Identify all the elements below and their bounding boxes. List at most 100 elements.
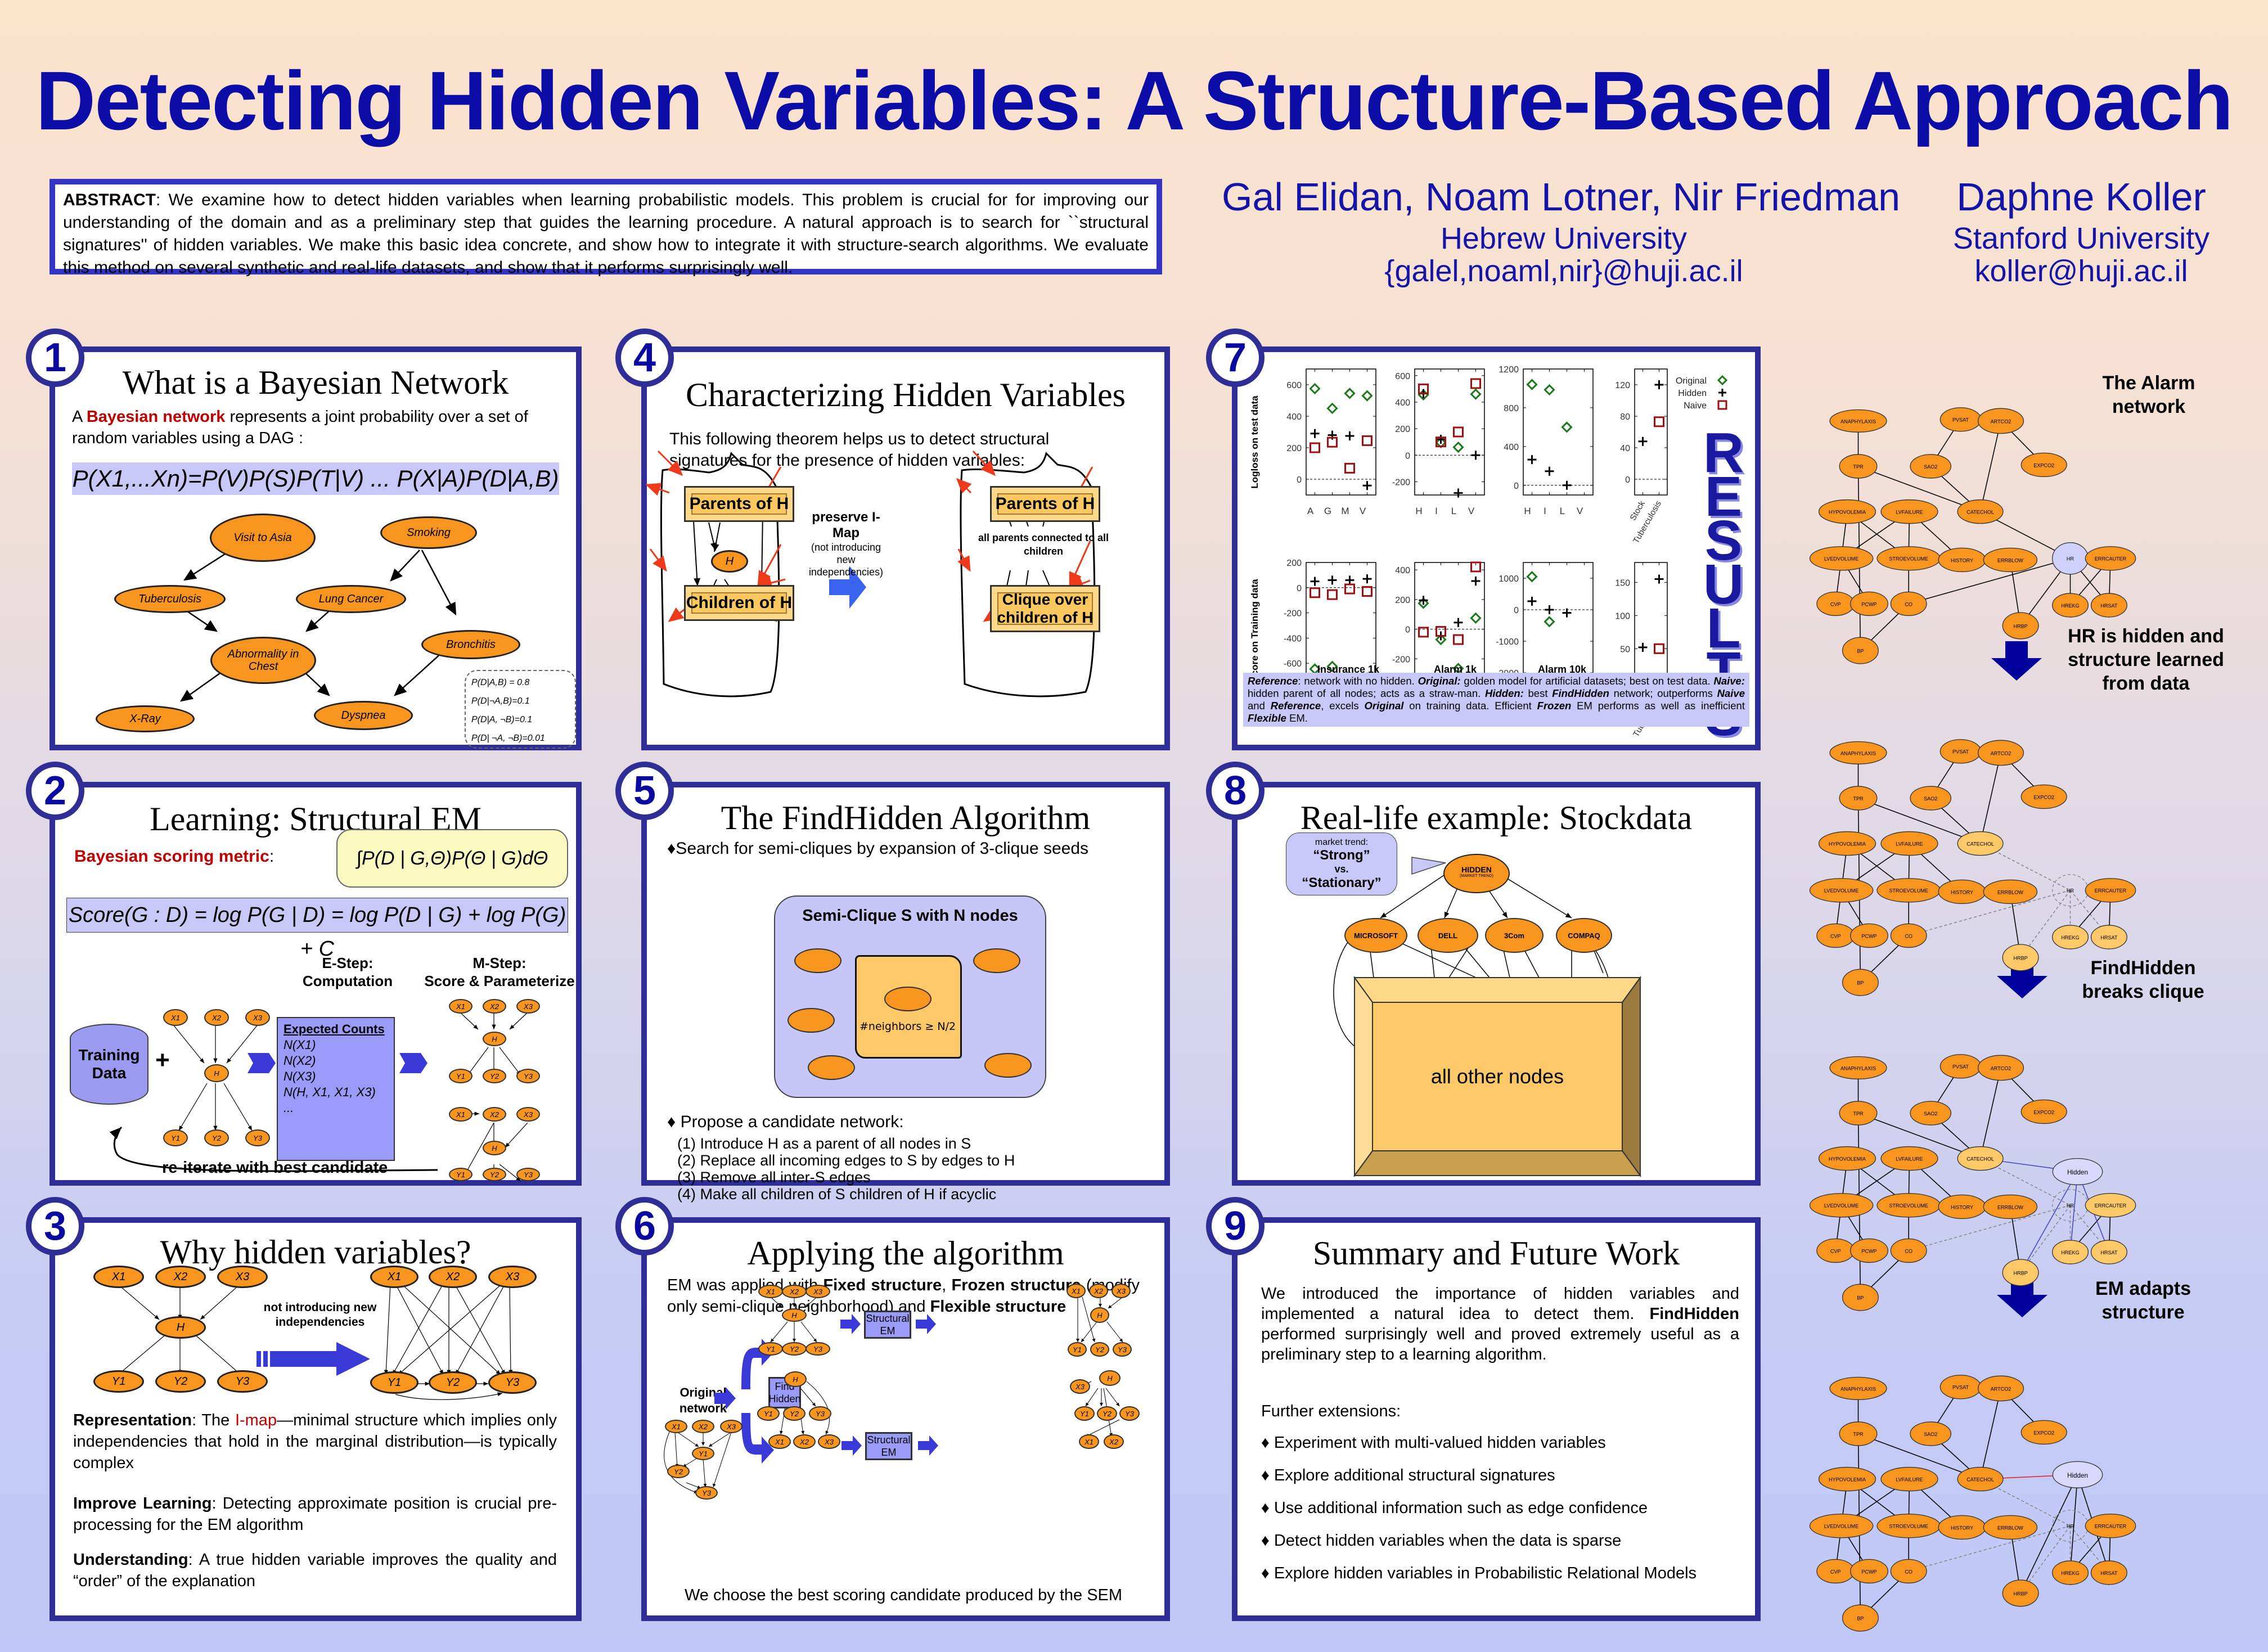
alarm-node-label: HREKG bbox=[2061, 1570, 2079, 1576]
section-badge: 6 bbox=[615, 1197, 674, 1255]
y-tick-label: 0 bbox=[1405, 625, 1410, 635]
arrow-label: not introducing new independencies bbox=[263, 1301, 377, 1329]
point-hidden bbox=[1419, 596, 1428, 605]
count-item: N(H, X1, X1, X3) bbox=[284, 1085, 376, 1099]
email-link[interactable]: koller@huji.ac.il bbox=[1974, 254, 2188, 288]
node-h: H bbox=[782, 1308, 807, 1322]
alarm-node-label: LVEDVOLUME bbox=[1824, 1524, 1858, 1529]
y-tick-label: 50 bbox=[1620, 645, 1630, 654]
hidden-label: HIDDEN bbox=[1461, 865, 1492, 874]
integral-callout: ∫P(D | G,Θ)P(Θ | G)dΘ bbox=[336, 829, 568, 888]
structural-em-box: Structural EM bbox=[865, 1432, 912, 1460]
node-x3: X3 bbox=[720, 1420, 742, 1433]
alarm-node-label: PVSAT bbox=[1952, 417, 1969, 423]
training-data-cylinder: Training Data bbox=[70, 1024, 148, 1105]
caption-text: network; outperforms bbox=[1609, 687, 1717, 699]
alarm-node-label: CO bbox=[1905, 601, 1912, 607]
alarm-node-lvedvolume bbox=[1809, 1514, 1874, 1538]
node-x2: X2 bbox=[429, 1266, 477, 1288]
x-tick-label: A bbox=[1307, 506, 1314, 516]
alarm-node-label: HISTORY bbox=[1951, 557, 1973, 563]
alarm-node-hrbp bbox=[2002, 1259, 2039, 1286]
affiliation-hebrew: Hebrew University{galel,noaml,nir}@huji.… bbox=[1350, 222, 1778, 287]
node-y2: Y2 bbox=[667, 1465, 690, 1478]
alarm-node-errblow bbox=[1983, 1515, 2038, 1540]
node-x3: X3 bbox=[806, 1285, 830, 1298]
node-y2: Y2 bbox=[782, 1342, 807, 1356]
caption-text: , excels bbox=[1321, 700, 1365, 712]
panel-bayesian-network: What is a Bayesian Network A Bayesian ne… bbox=[50, 346, 582, 750]
alarm-node-label: ERRBLOW bbox=[1997, 1204, 2023, 1210]
legend-marker-original bbox=[1717, 375, 1728, 386]
step-item: (1) Introduce H as a parent of all nodes… bbox=[677, 1135, 971, 1152]
metric-label-text: Bayesian scoring metric bbox=[74, 847, 269, 866]
point-hidden bbox=[1638, 436, 1648, 446]
alarm-node-label: ERRBLOW bbox=[1997, 1525, 2023, 1531]
panel-title: Characterizing Hidden Variables bbox=[686, 376, 1126, 413]
metric-label: Bayesian scoring metric: bbox=[74, 847, 274, 866]
alarm-label: HR is hidden and structure learned from … bbox=[2068, 625, 2224, 694]
alarm-node-hrbp bbox=[2002, 612, 2039, 640]
node-y1: Y1 bbox=[1074, 1406, 1095, 1421]
point-original bbox=[1470, 388, 1482, 400]
cpt-row: P(D| ¬A, ¬B)=0.01 bbox=[471, 733, 545, 743]
results-caption: Reference: network with no hidden. Origi… bbox=[1243, 673, 1749, 727]
node-h: H bbox=[711, 550, 748, 573]
alarm-node-label: CO bbox=[1905, 933, 1912, 939]
caption-text: on training data. Efficient bbox=[1403, 700, 1537, 712]
caption-term: Naive: bbox=[1713, 675, 1745, 687]
email-link[interactable]: {galel,noaml,nir}@huji.ac.il bbox=[1384, 254, 1743, 288]
panel-footer: We choose the best scoring candidate pro… bbox=[684, 1586, 1123, 1604]
alarm-node-label: BP bbox=[1857, 1295, 1864, 1301]
point-hidden bbox=[1527, 455, 1537, 465]
node-x3: X3 bbox=[818, 1434, 840, 1449]
alarm-node-errcauter bbox=[2085, 546, 2136, 571]
alarm-node-label: PVSAT bbox=[1952, 1064, 1969, 1070]
point-hidden bbox=[1654, 380, 1664, 389]
node-smoking: Smoking bbox=[380, 516, 477, 549]
alarm-node-catechol bbox=[1957, 1146, 2004, 1171]
point-naive bbox=[1470, 378, 1481, 389]
panel-why-hidden: Why hidden variables? X1 X2 X3 H Y1 Y2 Y… bbox=[50, 1217, 582, 1621]
alarm-node-label: LVEDVOLUME bbox=[1824, 888, 1858, 894]
caption-term: Original bbox=[1364, 700, 1404, 712]
alarm-node-artco2 bbox=[1977, 740, 2024, 766]
results-letter: E bbox=[1704, 465, 1743, 528]
point-original bbox=[1561, 421, 1573, 433]
node-x3: X3 bbox=[1070, 1379, 1090, 1394]
node-x3: X3 bbox=[488, 1266, 537, 1288]
bubble-text: “Strong” bbox=[1313, 848, 1370, 863]
node-x2: X2 bbox=[782, 1285, 807, 1298]
y-tick-label: 600 bbox=[1286, 381, 1302, 390]
node-x2: X2 bbox=[793, 1434, 816, 1449]
hidden-edge bbox=[2020, 1474, 2078, 1594]
node-lung-cancer: Lung Cancer bbox=[296, 585, 406, 613]
frozen-term: Frozen structure bbox=[951, 1276, 1081, 1294]
alarm-node-label: ERRBLOW bbox=[1997, 889, 2023, 895]
alarm-node-anaphylaxis bbox=[1829, 409, 1887, 433]
alarm-node-label: HRSAT bbox=[2100, 1570, 2118, 1576]
node-x2: X2 bbox=[692, 1420, 714, 1433]
point-hidden bbox=[1527, 596, 1537, 606]
section-badge: 5 bbox=[615, 762, 674, 820]
y-tick-label: 400 bbox=[1286, 412, 1302, 422]
alarm-node-sao2 bbox=[1910, 1421, 1951, 1446]
alarm-node-lvedvolume bbox=[1809, 878, 1874, 903]
alarm-node-artco2 bbox=[1977, 1055, 2024, 1081]
y-tick-label: 200 bbox=[1395, 596, 1410, 605]
point-hidden bbox=[1436, 434, 1446, 444]
node-y3: Y3 bbox=[245, 1129, 270, 1146]
point-naive bbox=[1453, 634, 1464, 645]
alarm-edge bbox=[1858, 1113, 1981, 1159]
y-tick-label: 1200 bbox=[1498, 365, 1519, 375]
alarm-label: FindHidden breaks clique bbox=[2082, 957, 2204, 1002]
node-abnormality-in-chest: Abnormality in Chest bbox=[210, 637, 316, 684]
learn-text: : Detecting approximate position is cruc… bbox=[73, 1495, 557, 1534]
node-x1: X1 bbox=[665, 1420, 687, 1433]
alarm-node-label: CATECHOL bbox=[1966, 510, 1994, 515]
point-original bbox=[1452, 441, 1464, 453]
point-original bbox=[1326, 660, 1338, 672]
alarm-node-label: HRBP bbox=[2013, 955, 2027, 961]
panel-title: What is a Bayesian Network bbox=[122, 364, 509, 401]
panel-title: Why hidden variables? bbox=[160, 1234, 471, 1271]
